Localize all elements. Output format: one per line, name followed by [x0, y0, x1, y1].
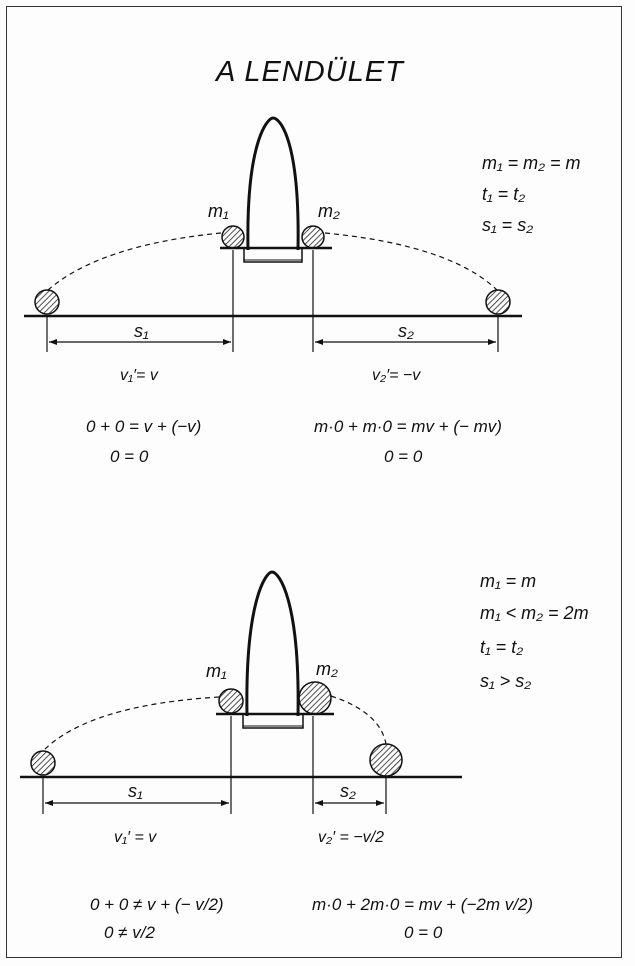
top-ball-m1	[221, 225, 245, 249]
bottom-equation-right-2: 0 = 0	[404, 923, 443, 942]
top-ball-landed-left	[34, 289, 60, 315]
top-equation-right-2: 0 = 0	[384, 447, 423, 466]
bottom-label-m2: m₂	[316, 659, 338, 679]
bottom-dimension-s1	[45, 800, 229, 806]
bottom-diagram	[20, 570, 462, 814]
bottom-equation-left-2: 0 ≠ v/2	[104, 923, 155, 942]
bottom-dist-s2: s₂	[340, 781, 356, 801]
top-diagram	[24, 116, 522, 352]
top-condition-2: t₁ = t₂	[482, 184, 526, 204]
bottom-trajectory-right	[330, 695, 387, 745]
bottom-equation-right-1: m·0 + 2m·0 = mv + (−2m v/2)	[312, 895, 534, 914]
top-velocity-left: v₁′= v	[120, 367, 158, 384]
top-trajectory-right	[324, 232, 498, 291]
bottom-ball-landed-right	[369, 743, 403, 777]
top-ball-m2	[301, 225, 325, 249]
top-dist-s2: s₂	[398, 321, 414, 341]
top-bracket	[243, 248, 303, 263]
bottom-condition-1: m₁ = m	[480, 571, 537, 591]
top-condition-1: m₁ = m₂ = m	[482, 153, 581, 173]
bottom-dist-s1: s₁	[128, 781, 143, 801]
top-label-m2: m₂	[318, 201, 340, 221]
bottom-label-m1: m₁	[206, 661, 227, 681]
bottom-dimension-s2	[315, 800, 384, 806]
top-spring-arch	[246, 116, 300, 251]
bottom-velocity-right: v₂′ = −v/2	[318, 829, 385, 846]
top-equation-left-1: 0 + 0 = v + (−v)	[86, 417, 202, 436]
bottom-spring-arch	[245, 570, 300, 717]
top-velocity-right: v₂′= −v	[372, 367, 421, 384]
bottom-bracket	[242, 714, 304, 729]
top-dimension-s1	[49, 339, 231, 345]
bottom-condition-4: s₁ > s₂	[480, 671, 532, 691]
top-equation-left-2: 0 = 0	[110, 447, 149, 466]
bottom-condition-3: t₁ = t₂	[480, 637, 524, 657]
top-equation-right-1: m·0 + m·0 = mv + (− mv)	[314, 417, 502, 436]
bottom-condition-2: m₁ < m₂ = 2m	[480, 603, 589, 623]
top-trajectory-left	[47, 232, 222, 291]
bottom-ball-m1	[218, 688, 244, 714]
bottom-equation-left-1: 0 + 0 ≠ v + (− v/2)	[90, 895, 224, 914]
top-ball-landed-right	[485, 289, 511, 315]
top-condition-3: s₁ = s₂	[482, 215, 534, 235]
top-dimension-s2	[315, 339, 496, 345]
diagram-frame	[6, 6, 622, 958]
top-label-m1: m₁	[208, 201, 229, 221]
top-dist-s1: s₁	[134, 321, 149, 341]
bottom-ball-landed-left	[30, 750, 56, 776]
bottom-trajectory-left	[43, 696, 220, 751]
bottom-velocity-left: v₁′ = v	[114, 829, 157, 846]
page-title: A LENDÜLET	[216, 56, 404, 88]
bottom-ball-m2	[298, 681, 332, 715]
